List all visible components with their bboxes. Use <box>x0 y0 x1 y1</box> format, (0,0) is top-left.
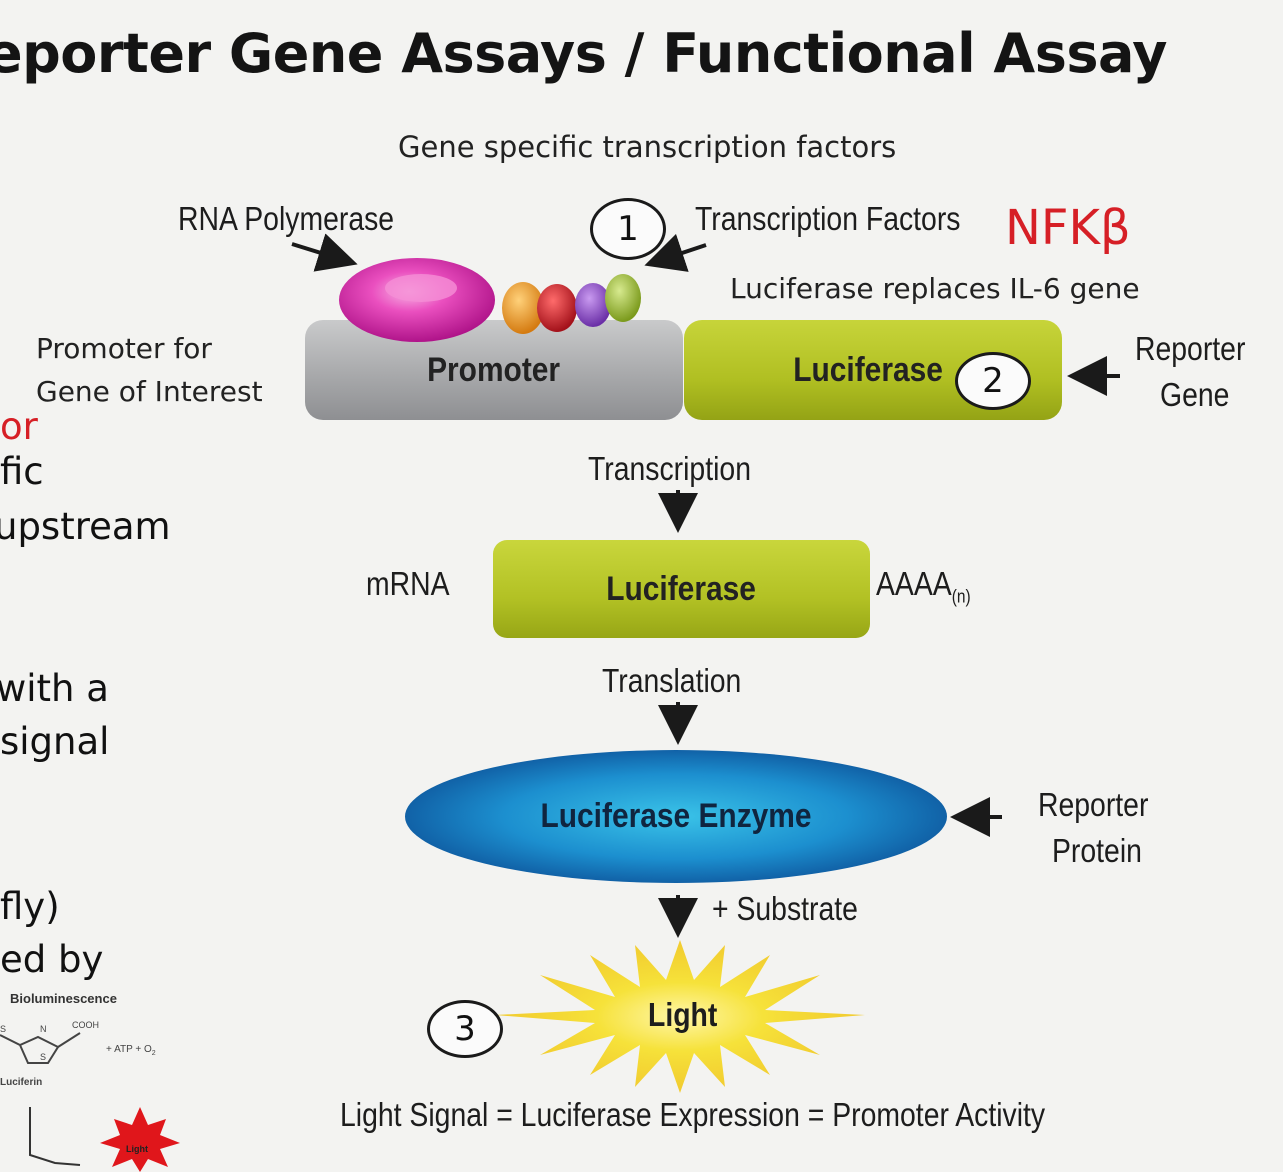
reporter-gene-label-2: Gene <box>1160 376 1230 413</box>
mini-light-label: Light <box>126 1144 148 1154</box>
left-fragment-fly: fly) <box>0 885 60 928</box>
mini-reagents-label: + ATP + O2 <box>106 1044 156 1057</box>
promoter-box-label: Promoter <box>427 350 561 389</box>
reporter-gene-label-1: Reporter <box>1135 330 1246 367</box>
luciferase-mrna-label: Luciferase <box>606 569 757 608</box>
step-1-circle: 1 <box>590 198 666 260</box>
poly-a-text: AAAA <box>876 565 952 602</box>
luciferase-mrna-box: Luciferase <box>493 540 870 638</box>
transcription-label: Transcription <box>588 450 751 487</box>
poly-a-subscript: (n) <box>951 586 971 607</box>
rna-polymerase-label: RNA Polymerase <box>178 200 395 237</box>
light-signal-equation: Light Signal = Luciferase Expression = P… <box>340 1096 1046 1133</box>
luciferase-replaces-label: Luciferase replaces IL-6 gene <box>730 272 1140 305</box>
step-3-number: 3 <box>454 1009 476 1049</box>
left-fragment-fic: fic <box>0 450 44 493</box>
slide-title: eporter Gene Assays / Functional Assay <box>0 22 1167 85</box>
translation-label: Translation <box>602 662 742 699</box>
promoter-for-label: Promoter for <box>36 332 212 365</box>
light-burst-icon <box>495 940 865 1093</box>
substrate-label: + Substrate <box>712 890 858 927</box>
mini-n-label: N <box>40 1024 47 1034</box>
step-1-number: 1 <box>617 209 639 249</box>
mini-figure-label: Bioluminescence <box>10 991 117 1006</box>
promoter-box: Promoter <box>305 320 683 420</box>
luciferase-enzyme-label: Luciferase Enzyme <box>540 797 812 835</box>
left-fragment-upstream: upstream <box>0 505 171 548</box>
mini-luciferin-label: Luciferin <box>0 1077 43 1088</box>
left-fragment-with-a: with a <box>0 667 109 710</box>
mini-cooh-label: COOH <box>72 1020 99 1030</box>
mrna-label: mRNA <box>366 565 450 602</box>
light-label: Light <box>648 996 718 1033</box>
reporter-protein-label-1: Reporter <box>1038 786 1149 823</box>
reporter-protein-label-2: Protein <box>1052 832 1142 869</box>
step-3-circle: 3 <box>427 1000 503 1058</box>
left-fragment-ed-by: ed by <box>0 938 104 981</box>
luciferase-gene-label: Luciferase <box>793 350 943 389</box>
mini-s1-label: S <box>0 1024 7 1034</box>
step-2-circle: 2 <box>955 352 1031 410</box>
mini-reagents-subscript: 2 <box>151 1050 156 1057</box>
luciferase-enzyme-ellipse: Luciferase Enzyme <box>405 750 947 883</box>
mini-s2-label: S <box>40 1052 47 1062</box>
step-2-number: 2 <box>982 361 1004 401</box>
transcription-factors-label: Transcription Factors <box>695 200 961 237</box>
left-fragment-or: or <box>0 405 38 448</box>
header-caption: Gene specific transcription factors <box>398 130 897 164</box>
nfkb-label: NFKβ <box>1005 200 1131 256</box>
poly-a-tail: AAAA(n) <box>876 565 971 608</box>
gene-of-interest-label: Gene of Interest <box>36 375 263 408</box>
mini-reagents-text: + ATP + O <box>106 1044 152 1055</box>
luciferin-structure-icon <box>0 1032 180 1172</box>
polymerase-and-factors-icon <box>339 258 641 342</box>
left-fragment-signal: signal <box>0 720 110 763</box>
